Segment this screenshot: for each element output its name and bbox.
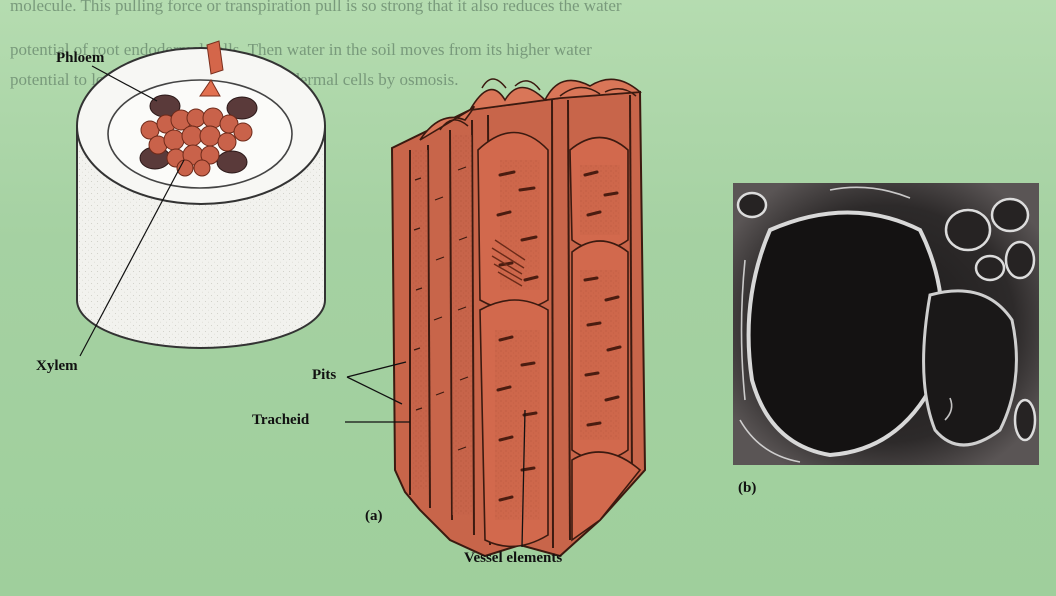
label-xylem: Xylem [36,358,78,375]
sem-micrograph [733,183,1039,465]
label-phloem: Phloem [56,50,104,67]
label-panel-b: (b) [738,480,756,497]
label-vessel-elements: Vessel elements [464,550,562,567]
label-pits: Pits [312,367,336,384]
xylem-tissue-block [392,79,645,556]
stem-cylinder [77,41,325,348]
label-tracheid: Tracheid [252,412,309,429]
label-panel-a: (a) [365,508,383,525]
